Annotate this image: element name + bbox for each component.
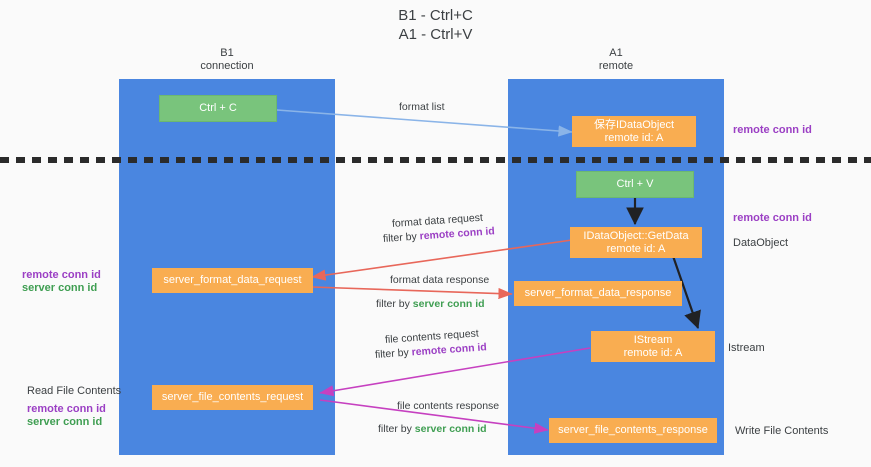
annotation-remote-conn-id-mid: remote conn id (733, 212, 812, 224)
lane-header-b1: B1 connection (200, 47, 254, 72)
annotation-left-remote-conn-id-bottom: remote conn id (27, 403, 106, 415)
box-ctrl-v[interactable]: Ctrl + V (576, 171, 694, 198)
caption-filter-key-remote-conn-id: remote conn id (411, 341, 488, 359)
caption-filter-prefix: filter by (382, 230, 421, 245)
annotation-read-file-contents: Read File Contents (27, 385, 122, 397)
annotation-write-file-contents: Write File Contents (735, 425, 829, 437)
caption-filter-key-remote-conn-id: remote conn id (419, 225, 496, 243)
caption-file-contents-response: file contents response (397, 400, 500, 412)
arrow-format-data-response (311, 286, 513, 300)
caption-filter-key-server-conn-id: server conn id (414, 423, 487, 435)
caption-format-data-response: format data response (390, 274, 490, 286)
caption-filter-prefix: filter by (378, 423, 415, 435)
box-save-idataobject[interactable]: 保存IDataObject remote id: A (572, 116, 696, 147)
box-server-format-data-response[interactable]: server_format_data_response (514, 281, 682, 306)
box-server-file-contents-response[interactable]: server_file_contents_response (549, 418, 717, 443)
annotation-left-server-conn-id-bottom: server conn id (27, 416, 103, 428)
caption-format-data-response-filter: filter by server conn id (376, 297, 485, 311)
lane-header-a1: A1 remote (598, 47, 634, 72)
box-idataobject-getdata[interactable]: IDataObject::GetData remote id: A (570, 227, 702, 258)
annotation-istream: Istream (728, 342, 765, 354)
box-ctrl-c[interactable]: Ctrl + C (159, 95, 277, 122)
box-istream[interactable]: IStream remote id: A (591, 331, 715, 362)
caption-filter-prefix: filter by (376, 298, 413, 310)
caption-format-list: format list (399, 101, 445, 113)
caption-filter-prefix: filter by (374, 346, 413, 361)
annotation-dataobject: DataObject (733, 237, 789, 249)
annotation-left-server-conn-id-mid: server conn id (22, 282, 98, 294)
annotation-remote-conn-id-top: remote conn id (733, 124, 812, 136)
box-server-file-contents-request[interactable]: server_file_contents_request (152, 385, 313, 410)
caption-file-contents-response-filter: filter by server conn id (378, 422, 487, 436)
page-title: B1 - Ctrl+C A1 - Ctrl+V (398, 7, 473, 43)
box-server-format-data-request[interactable]: server_format_data_request (152, 268, 313, 293)
annotation-left-remote-conn-id-mid: remote conn id (22, 269, 101, 281)
caption-filter-key-server-conn-id: server conn id (412, 298, 485, 310)
